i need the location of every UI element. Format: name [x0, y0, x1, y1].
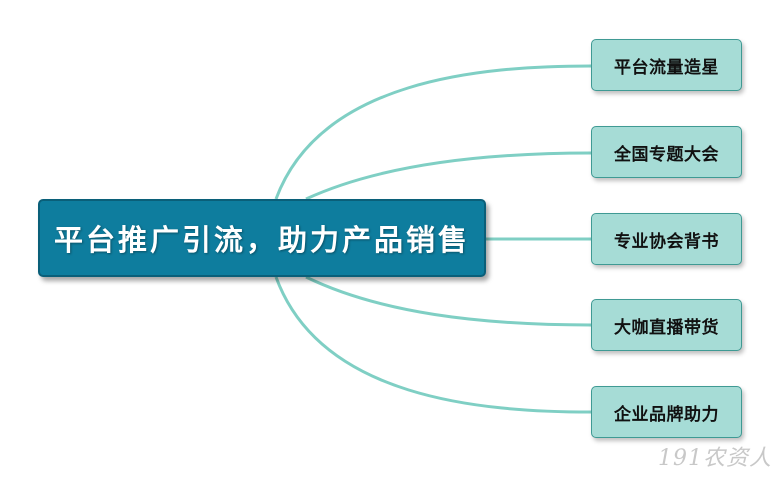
central-topic-label: 平台推广引流，助力产品销售 — [53, 223, 470, 257]
central-topic-node: 平台推广引流，助力产品销售 — [38, 199, 486, 277]
connector-to-branch-4 — [305, 275, 592, 327]
branch-label: 企业品牌助力 — [614, 404, 719, 425]
connector-to-branch-2 — [305, 151, 592, 201]
branch-label: 平台流量造星 — [614, 57, 719, 78]
branch-label: 全国专题大会 — [614, 144, 719, 165]
connector-to-branch-1 — [274, 64, 592, 200]
branch-node-4: 大咖直播带货 — [591, 299, 742, 351]
watermark-logo: 191农资人 — [658, 440, 772, 472]
branch-node-3: 专业协会背书 — [591, 213, 742, 265]
branch-node-1: 平台流量造星 — [591, 39, 742, 91]
watermark-text: 191农资人 — [658, 446, 772, 471]
branch-label: 专业协会背书 — [614, 231, 719, 252]
branch-node-2: 全国专题大会 — [591, 126, 742, 178]
branch-label: 大咖直播带货 — [614, 317, 719, 338]
branch-node-5: 企业品牌助力 — [591, 386, 742, 438]
connector-to-branch-5 — [274, 276, 592, 414]
